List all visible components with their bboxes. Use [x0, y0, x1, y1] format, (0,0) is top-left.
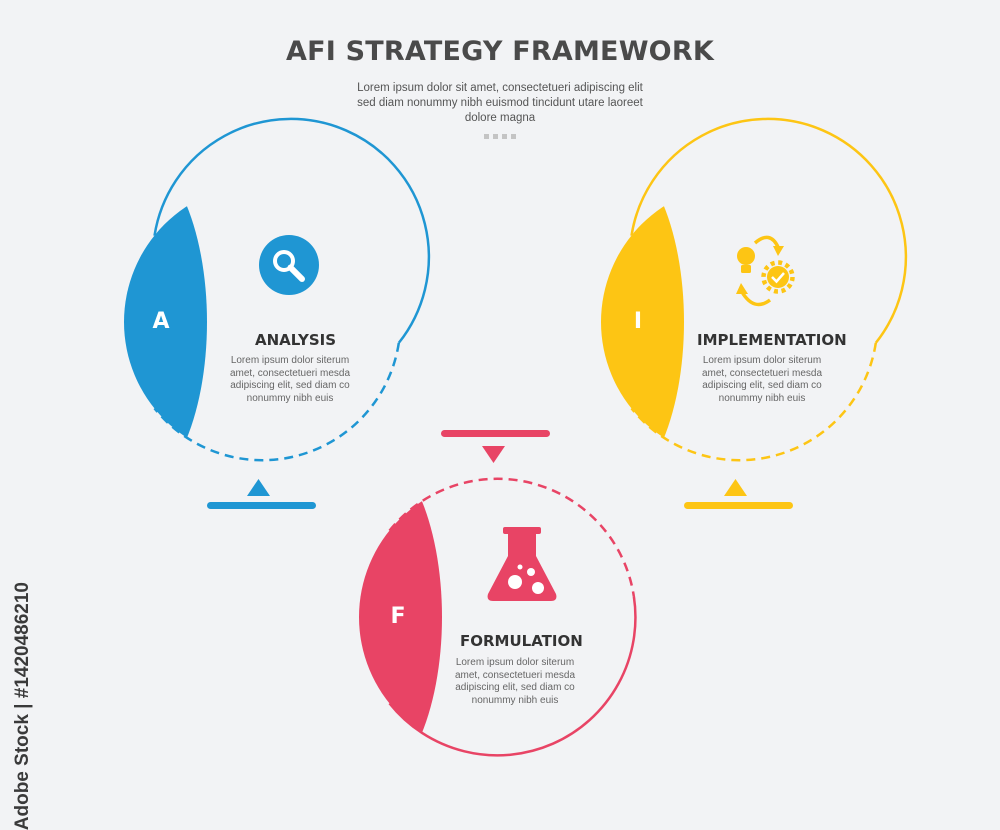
analysis-letter-segment	[124, 184, 207, 460]
step-implementation	[601, 117, 908, 509]
header: AFI STRATEGY FRAMEWORK Lorem ipsum dolor…	[0, 36, 1000, 139]
analysis-description: Lorem ipsum dolor siterum amet, consecte…	[229, 355, 351, 404]
formulation-letter: F	[390, 604, 406, 629]
idea-gear-cycle-icon	[736, 235, 795, 307]
formulation-top-bar	[441, 430, 550, 437]
implementation-letter-segment	[601, 184, 684, 460]
implementation-ring-dashed	[630, 342, 878, 462]
implementation-pointer-triangle	[724, 479, 747, 496]
analysis-ring-dashed	[153, 342, 401, 462]
analysis-pointer-triangle	[247, 479, 270, 496]
formulation-pointer-triangle	[482, 446, 505, 463]
step-analysis	[124, 117, 431, 509]
page-subtitle: Lorem ipsum dolor sit amet, consectetuer…	[357, 82, 643, 124]
formulation-description: Lorem ipsum dolor siterum amet, consecte…	[454, 657, 576, 706]
step-formulation	[359, 430, 637, 757]
implementation-description: Lorem ipsum dolor siterum amet, consecte…	[701, 355, 823, 404]
page-title: AFI STRATEGY FRAMEWORK	[286, 36, 714, 67]
analysis-ring-solid	[153, 117, 431, 344]
implementation-ring-solid	[630, 117, 908, 344]
implementation-base-bar	[684, 502, 793, 509]
analysis-letter: A	[152, 309, 170, 334]
side-watermark-text: Adobe Stock | #1420486210	[12, 582, 33, 830]
implementation-title: IMPLEMENTATION	[697, 331, 847, 349]
formulation-title: FORMULATION	[460, 632, 583, 650]
decorative-dots	[0, 134, 1000, 139]
formulation-letter-segment	[359, 479, 442, 755]
implementation-letter: I	[633, 309, 643, 334]
formulation-ring-dashed	[388, 477, 636, 597]
flask-icon	[487, 527, 557, 601]
analysis-base-bar	[207, 502, 316, 509]
analysis-title: ANALYSIS	[255, 331, 337, 349]
formulation-ring-solid	[388, 595, 637, 757]
